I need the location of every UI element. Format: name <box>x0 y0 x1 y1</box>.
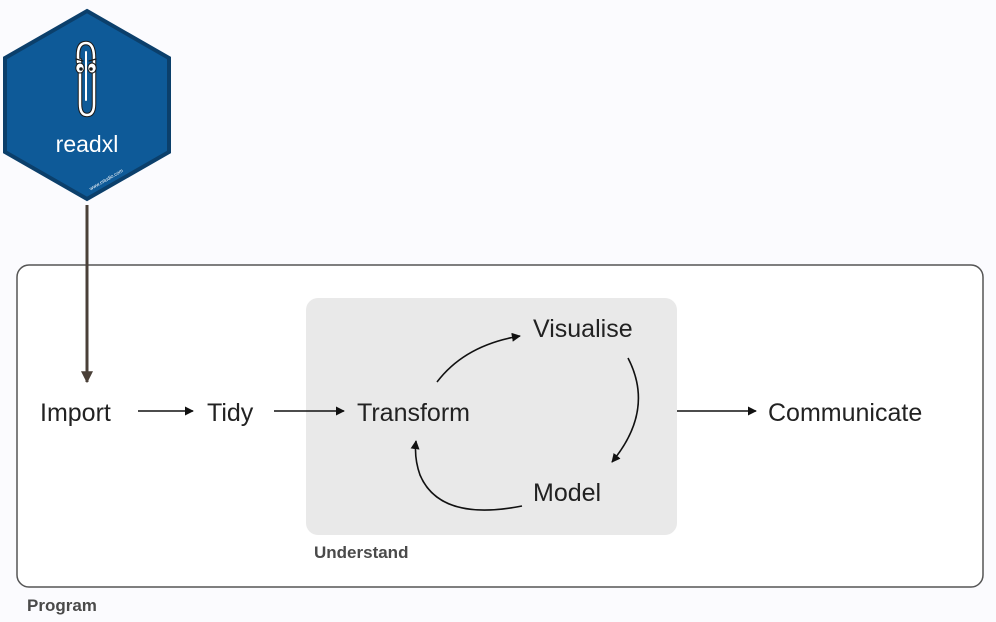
logo-title: readxl <box>56 131 119 157</box>
node-model: Model <box>533 479 601 507</box>
node-tidy: Tidy <box>207 399 254 427</box>
program-label: Program <box>27 596 97 615</box>
transform-to-visualise-arrow <box>436 332 521 383</box>
visualise-to-model-arrow <box>611 357 640 463</box>
node-visualise: Visualise <box>533 315 633 343</box>
understand-box <box>306 298 677 535</box>
hex-badge <box>3 8 171 202</box>
node-import: Import <box>40 399 111 427</box>
readxl-logo: readxl www.rstudio.com <box>3 8 171 202</box>
paperclip-icon <box>75 40 97 118</box>
node-communicate: Communicate <box>768 399 922 427</box>
node-transform: Transform <box>357 399 470 427</box>
model-to-transform-arrow <box>410 440 523 511</box>
understand-label: Understand <box>314 543 408 562</box>
